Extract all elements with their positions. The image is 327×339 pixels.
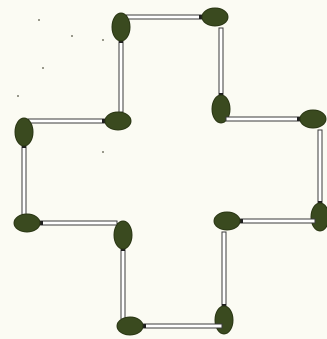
match-head [214, 212, 240, 230]
matchstick-body [226, 117, 305, 121]
match-lower-left-horizontal [14, 214, 117, 232]
matchstick-body [138, 324, 222, 328]
match-head [215, 306, 233, 334]
match-top-horizontal [126, 8, 228, 26]
matchstick-body [235, 219, 315, 223]
matchstick-body [22, 140, 26, 216]
matchstick-body [126, 15, 207, 19]
paper-speck [71, 35, 73, 37]
match-head [311, 203, 327, 231]
match-head [202, 8, 228, 26]
match-head [14, 214, 40, 232]
paper-speck [42, 67, 44, 69]
match-upper-right-horizontal [226, 110, 326, 128]
match-head [114, 221, 132, 249]
paper-speck [38, 19, 40, 21]
paper-speck [17, 95, 19, 97]
match-head [117, 317, 143, 335]
paper-speck [102, 39, 104, 41]
matchstick-body [119, 35, 123, 112]
match-lower-right-vertical [215, 232, 233, 334]
match-bottom-horizontal [117, 317, 222, 335]
match-head [15, 118, 33, 146]
matchstick-body [318, 130, 322, 209]
matchstick-body [28, 119, 110, 123]
match-upper-left-horizontal [28, 112, 131, 130]
matchstick-body [121, 243, 125, 320]
match-top-left-vertical [112, 13, 130, 112]
matchstick-body [35, 221, 117, 225]
match-head [112, 13, 130, 41]
matchstick-body [222, 232, 226, 312]
match-top-right-vertical [212, 28, 230, 123]
match-head [300, 110, 326, 128]
match-left-vertical [15, 118, 33, 216]
paper-speck [102, 151, 104, 153]
match-lower-left-vertical [114, 221, 132, 320]
match-lower-right-horizontal [214, 212, 315, 230]
match-right-vertical [311, 130, 327, 231]
matchstick-body [219, 28, 223, 101]
match-head [105, 112, 131, 130]
